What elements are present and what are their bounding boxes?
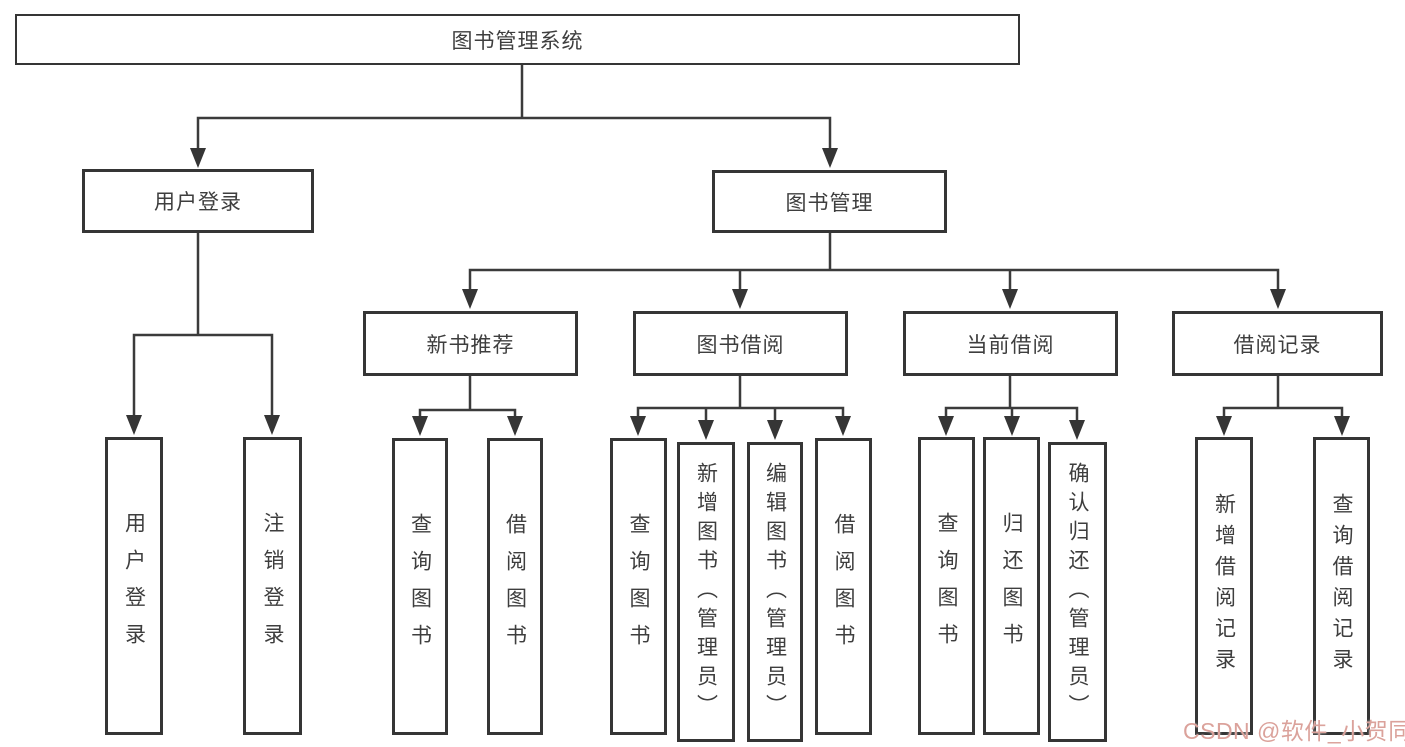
node-query-books-1-label: 查询图书 [408,512,432,661]
node-borrow-books-2-label: 借阅图书 [832,512,855,661]
node-new-book-recommend: 新书推荐 [363,311,578,376]
node-query-books-3: 查询图书 [918,437,975,735]
node-current-borrowing: 当前借阅 [903,311,1118,376]
node-return-book: 归还图书 [983,437,1040,735]
node-logout: 注销登录 [243,437,302,735]
node-return-book-label: 归还图书 [1000,512,1023,660]
node-confirm-return-admin-label: 确认归还（管理员） [1066,461,1089,723]
arrowhead-icons [126,148,1350,440]
node-query-borrow-record: 查询借阅记录 [1313,437,1370,735]
node-library-system-label: 图书管理系统 [451,29,584,53]
node-query-books-1: 查询图书 [392,438,448,735]
node-edit-book-admin-label: 编辑图书（管理员） [763,461,787,723]
node-borrow-books-2: 借阅图书 [815,438,872,735]
node-book-management-branch: 图书管理 [712,170,947,233]
node-edit-book-admin: 编辑图书（管理员） [747,442,803,742]
node-query-books-2-label: 查询图书 [627,512,650,661]
node-query-books-2: 查询图书 [610,438,667,735]
node-add-book-admin-label: 新增图书（管理员） [694,461,718,723]
node-user-login-branch: 用户登录 [82,169,314,233]
node-book-borrowing-label: 图书借阅 [696,333,785,357]
node-user-login-leaf-label: 用户登录 [122,512,146,660]
node-add-borrow-record-label: 新增借阅记录 [1212,493,1236,679]
node-book-management-branch-label: 图书管理 [785,191,874,215]
node-borrow-books-1: 借阅图书 [487,438,543,735]
csdn-watermark: CSDN @软件_小贺同学 [1183,718,1405,744]
node-library-system: 图书管理系统 [15,14,1020,65]
node-borrow-records-label: 借阅记录 [1233,333,1322,357]
node-new-book-recommend-label: 新书推荐 [426,333,515,357]
node-query-books-3-label: 查询图书 [935,512,958,660]
tree-edges [132,63,1344,424]
node-add-borrow-record: 新增借阅记录 [1195,437,1253,735]
node-add-book-admin: 新增图书（管理员） [677,442,735,742]
node-logout-label: 注销登录 [261,512,284,660]
node-confirm-return-admin: 确认归还（管理员） [1048,442,1107,742]
node-borrow-books-1-label: 借阅图书 [503,512,527,661]
node-query-borrow-record-label: 查询借阅记录 [1330,493,1353,679]
node-current-borrowing-label: 当前借阅 [966,333,1055,357]
node-user-login-leaf: 用户登录 [105,437,163,735]
node-user-login-branch-label: 用户登录 [154,191,242,214]
node-borrow-records: 借阅记录 [1172,311,1383,376]
node-book-borrowing: 图书借阅 [633,311,848,376]
